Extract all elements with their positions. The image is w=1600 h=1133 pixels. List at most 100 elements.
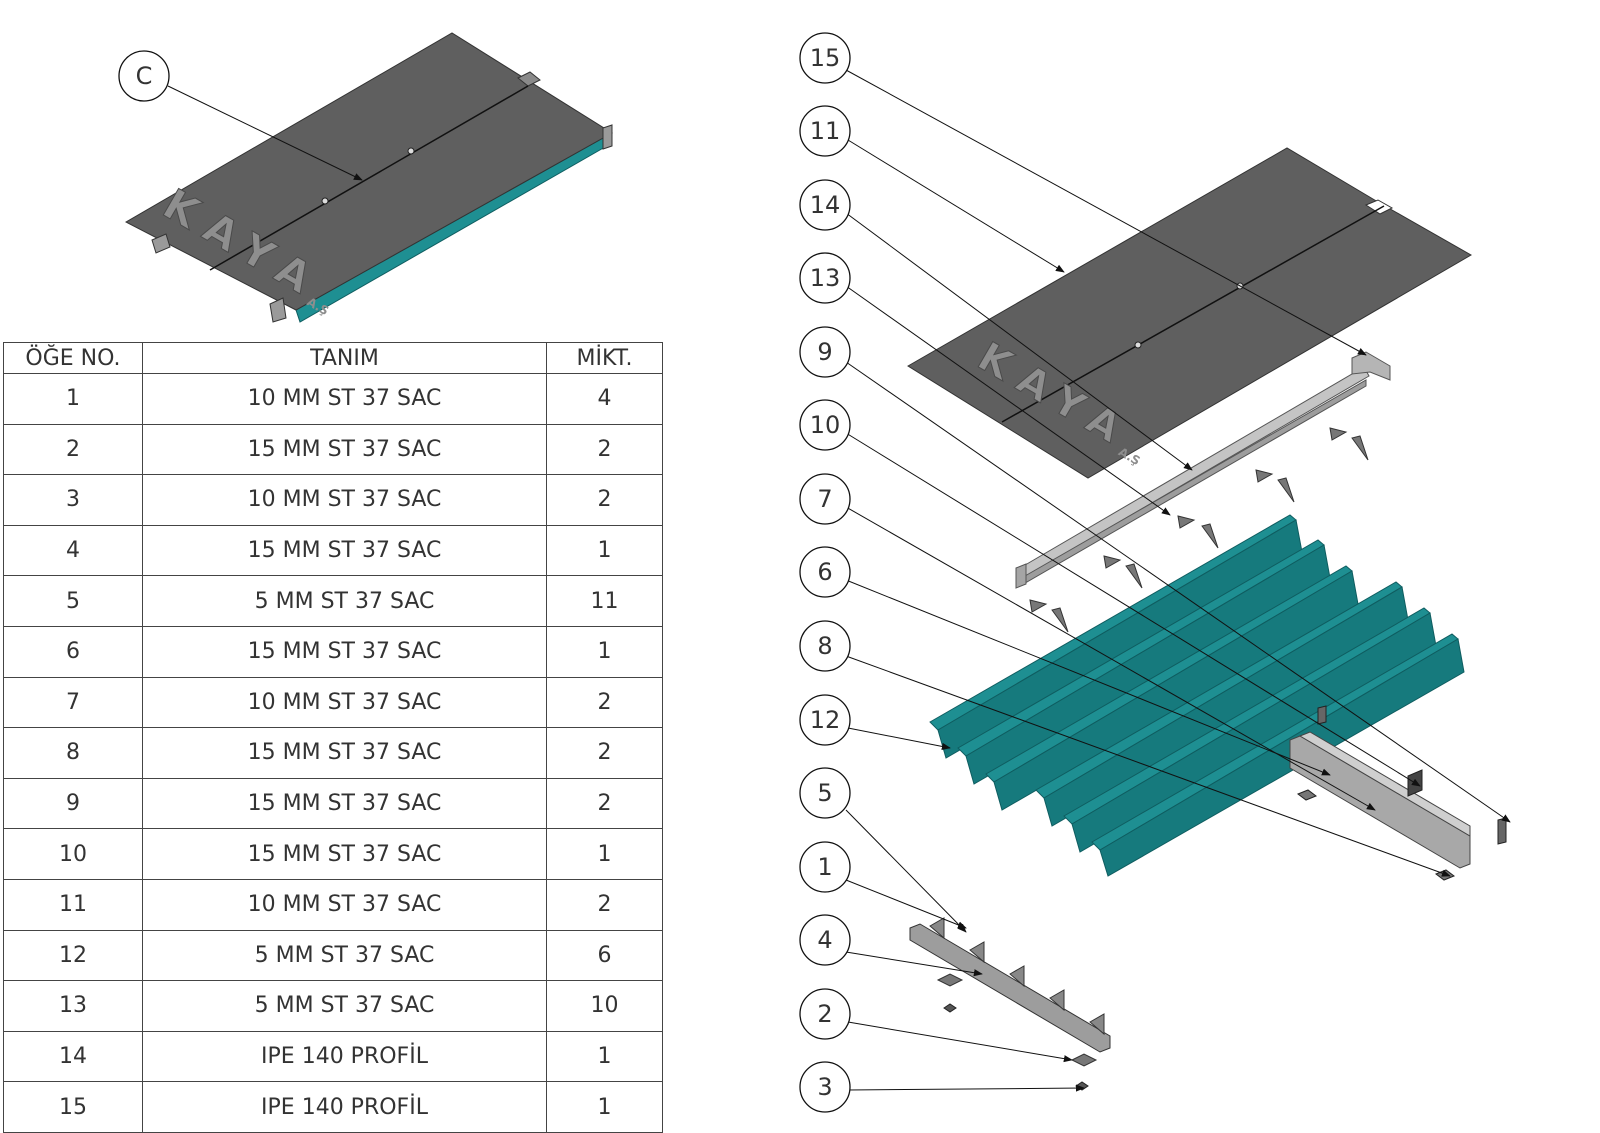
- header-quantity: MİKT.: [546, 342, 663, 374]
- assembled-bracket: [602, 124, 613, 150]
- balloon: 6: [799, 546, 851, 598]
- side-plate: [1317, 705, 1327, 725]
- cell-description: IPE 140 PROFİL: [142, 1030, 547, 1083]
- balloon: 5: [799, 767, 851, 819]
- callout-c-circle: [118, 50, 170, 102]
- exploded-seam: [1001, 205, 1385, 423]
- cell-item-no: 3: [3, 474, 143, 526]
- cell-description: 15 MM ST 37 SAC: [142, 625, 547, 678]
- cell-quantity: 2: [546, 727, 663, 779]
- cell-description: 10 MM ST 37 SAC: [142, 373, 547, 425]
- balloon-label: 3: [817, 1073, 832, 1101]
- cell-item-no: 2: [3, 423, 143, 476]
- balloon: 12: [799, 694, 851, 746]
- balloon: 8: [799, 620, 851, 672]
- exploded-top-plate: [907, 147, 1473, 479]
- assembled-bolt: [321, 197, 329, 205]
- balloon-leaders: [845, 69, 1511, 1092]
- assembled-bolt: [407, 147, 415, 155]
- bottom-gussets: [929, 917, 1105, 1036]
- balloon: 3: [799, 1061, 851, 1113]
- callout-c-leader: [167, 85, 363, 181]
- cell-quantity: 6: [546, 929, 663, 982]
- balloon: 7: [799, 473, 851, 525]
- balloon: 13: [799, 252, 851, 304]
- small-plate: [943, 1003, 957, 1013]
- balloon-label: 13: [810, 264, 841, 292]
- cell-quantity: 2: [546, 676, 663, 729]
- cell-item-no: 6: [3, 625, 143, 678]
- exploded-bolt: [1134, 341, 1142, 349]
- small-plate: [936, 973, 964, 987]
- balloon: 2: [799, 988, 851, 1040]
- cell-description: IPE 140 PROFİL: [142, 1081, 547, 1133]
- balloon-label: 7: [817, 485, 832, 513]
- cell-quantity: 11: [546, 575, 663, 627]
- balloon-label: 2: [817, 1000, 832, 1028]
- balloon-label: 4: [817, 926, 832, 954]
- small-plate: [1070, 1053, 1098, 1067]
- cell-description: 5 MM ST 37 SAC: [142, 980, 547, 1032]
- cell-description: 10 MM ST 37 SAC: [142, 474, 547, 526]
- assembled-bracket: [151, 233, 171, 254]
- teal-channel-right: [1035, 581, 1465, 877]
- cell-description: 15 MM ST 37 SAC: [142, 828, 547, 880]
- cell-quantity: 1: [546, 625, 663, 678]
- cell-item-no: 15: [3, 1081, 143, 1133]
- cell-quantity: 1: [546, 524, 663, 577]
- assembled-view: KAYA A.Ş C: [118, 32, 613, 323]
- balloon-label: 6: [817, 558, 832, 586]
- balloon-label: 11: [810, 117, 841, 145]
- cell-item-no: 13: [3, 980, 143, 1032]
- cell-quantity: 2: [546, 878, 663, 931]
- balloon-label: 5: [817, 779, 832, 807]
- header-description: TANIM: [142, 342, 547, 374]
- exploded-view: KAYA A.Ş: [907, 147, 1507, 1091]
- ipe-beam-end: [1015, 563, 1027, 589]
- assembled-bracket: [517, 71, 541, 87]
- balloon-label: 1: [817, 853, 832, 881]
- cell-description: 15 MM ST 37 SAC: [142, 423, 547, 476]
- cell-quantity: 1: [546, 1030, 663, 1083]
- balloon-label: 10: [810, 411, 841, 439]
- small-plate: [1075, 1081, 1089, 1091]
- cell-description: 5 MM ST 37 SAC: [142, 575, 547, 627]
- cell-quantity: 2: [546, 423, 663, 476]
- cell-quantity: 2: [546, 777, 663, 830]
- bottom-gusset-beam: [909, 923, 1111, 1053]
- cell-description: 15 MM ST 37 SAC: [142, 524, 547, 577]
- assembled-bracket: [269, 297, 287, 323]
- cell-description: 10 MM ST 37 SAC: [142, 878, 547, 931]
- cell-item-no: 12: [3, 929, 143, 982]
- teal-channel-left: [929, 514, 1359, 811]
- balloon: 4: [799, 914, 851, 966]
- balloon: 11: [799, 105, 851, 157]
- cell-quantity: 4: [546, 373, 663, 425]
- balloon-label: 15: [810, 44, 841, 72]
- cell-description: 5 MM ST 37 SAC: [142, 929, 547, 982]
- balloon-label: 14: [810, 191, 841, 219]
- balloon-label: 9: [817, 338, 832, 366]
- cell-item-no: 1: [3, 373, 143, 425]
- cell-item-no: 8: [3, 727, 143, 779]
- cell-description: 10 MM ST 37 SAC: [142, 676, 547, 729]
- balloon-label: 12: [810, 706, 841, 734]
- balloon-label: 8: [817, 632, 832, 660]
- cell-item-no: 5: [3, 575, 143, 627]
- balloon: 10: [799, 399, 851, 451]
- cell-item-no: 14: [3, 1030, 143, 1083]
- balloon: 9: [799, 326, 851, 378]
